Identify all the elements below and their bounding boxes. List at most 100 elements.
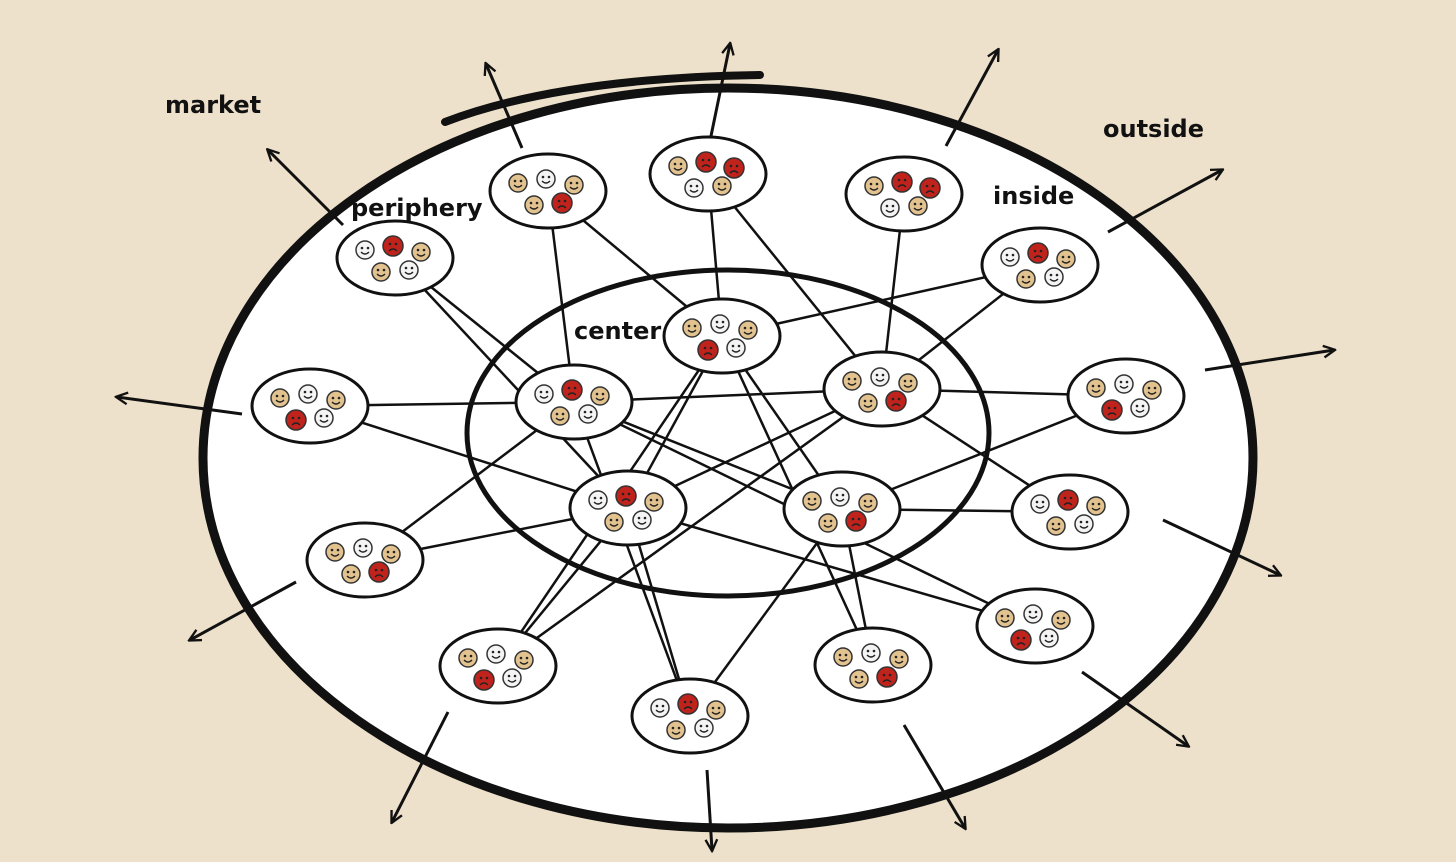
person-face-icon bbox=[849, 669, 869, 689]
person-face-icon bbox=[514, 650, 534, 670]
person-face-icon bbox=[644, 492, 664, 512]
person-face-icon bbox=[830, 487, 850, 507]
person-face-icon bbox=[1074, 514, 1094, 534]
group-node bbox=[782, 470, 902, 548]
group-bubble bbox=[250, 367, 370, 445]
person-face-icon bbox=[411, 242, 431, 262]
group-bubble bbox=[630, 677, 750, 755]
person-face-icon bbox=[1000, 247, 1020, 267]
person-face-icon bbox=[590, 386, 610, 406]
person-face-icon bbox=[458, 648, 478, 668]
person-face-icon bbox=[615, 485, 637, 507]
person-face-icon bbox=[842, 371, 862, 391]
outward-arrow bbox=[486, 64, 524, 149]
person-face-icon bbox=[1051, 610, 1071, 630]
group-bubble bbox=[305, 521, 425, 599]
outward-arrow bbox=[190, 580, 297, 640]
person-face-icon bbox=[684, 178, 704, 198]
person-face-icon bbox=[355, 240, 375, 260]
outward-arrow bbox=[1081, 670, 1188, 746]
outward-arrow bbox=[1204, 350, 1334, 372]
person-face-icon bbox=[1030, 494, 1050, 514]
person-face-icon bbox=[561, 379, 583, 401]
label-market: market bbox=[165, 91, 261, 119]
person-face-icon bbox=[818, 513, 838, 533]
person-face-icon bbox=[381, 544, 401, 564]
outward-arrow bbox=[709, 44, 730, 137]
person-face-icon bbox=[298, 384, 318, 404]
person-face-icon bbox=[1056, 249, 1076, 269]
network-edge bbox=[497, 387, 883, 668]
person-face-icon bbox=[861, 643, 881, 663]
person-face-icon bbox=[1023, 604, 1043, 624]
outward-arrow bbox=[268, 150, 345, 227]
label-periphery: periphery bbox=[351, 194, 483, 222]
person-face-icon bbox=[706, 700, 726, 720]
center-boundary bbox=[464, 267, 992, 599]
person-face-icon bbox=[325, 542, 345, 562]
person-face-icon bbox=[578, 404, 598, 424]
person-face-icon bbox=[502, 668, 522, 688]
person-face-icon bbox=[995, 608, 1015, 628]
outward-arrow bbox=[707, 769, 712, 850]
person-face-icon bbox=[876, 666, 898, 688]
person-face-icon bbox=[551, 192, 573, 214]
person-face-icon bbox=[908, 196, 928, 216]
person-face-icon bbox=[858, 493, 878, 513]
person-face-icon bbox=[858, 393, 878, 413]
person-face-icon bbox=[524, 195, 544, 215]
outward-arrow bbox=[1107, 170, 1222, 234]
person-face-icon bbox=[536, 169, 556, 189]
person-face-icon bbox=[668, 156, 688, 176]
person-face-icon bbox=[341, 564, 361, 584]
person-face-icon bbox=[697, 339, 719, 361]
person-face-icon bbox=[473, 669, 495, 691]
group-node bbox=[438, 627, 558, 705]
person-face-icon bbox=[1010, 629, 1032, 651]
person-face-icon bbox=[1027, 242, 1049, 264]
person-face-icon bbox=[550, 406, 570, 426]
person-face-icon bbox=[632, 510, 652, 530]
group-bubble bbox=[438, 627, 558, 705]
label-center: center bbox=[574, 317, 661, 345]
person-face-icon bbox=[1142, 380, 1162, 400]
person-face-icon bbox=[486, 644, 506, 664]
group-bubble bbox=[1066, 357, 1186, 435]
person-face-icon bbox=[723, 157, 745, 179]
group-node bbox=[975, 587, 1095, 665]
person-face-icon bbox=[891, 171, 913, 193]
person-face-icon bbox=[919, 177, 941, 199]
person-face-icon bbox=[880, 198, 900, 218]
person-face-icon bbox=[399, 260, 419, 280]
group-node bbox=[662, 297, 782, 375]
person-face-icon bbox=[710, 314, 730, 334]
outward-arrow bbox=[944, 50, 998, 147]
person-face-icon bbox=[1130, 398, 1150, 418]
market-boundary-top-stroke bbox=[441, 71, 764, 126]
person-face-icon bbox=[650, 698, 670, 718]
group-node bbox=[630, 677, 750, 755]
person-face-icon bbox=[1086, 496, 1106, 516]
group-node bbox=[488, 152, 608, 230]
group-bubble bbox=[822, 350, 942, 428]
group-bubble bbox=[568, 469, 688, 547]
person-face-icon bbox=[382, 235, 404, 257]
group-node bbox=[1066, 357, 1186, 435]
person-face-icon bbox=[1057, 489, 1079, 511]
person-face-icon bbox=[726, 338, 746, 358]
person-face-icon bbox=[1044, 267, 1064, 287]
person-face-icon bbox=[833, 647, 853, 667]
person-face-icon bbox=[314, 408, 334, 428]
group-bubble bbox=[844, 155, 964, 233]
person-face-icon bbox=[666, 720, 686, 740]
person-face-icon bbox=[1086, 378, 1106, 398]
group-node bbox=[514, 363, 634, 441]
group-bubble bbox=[980, 226, 1100, 304]
person-face-icon bbox=[508, 173, 528, 193]
network-edge bbox=[627, 506, 1036, 628]
group-bubble bbox=[662, 297, 782, 375]
person-face-icon bbox=[870, 367, 890, 387]
group-bubble bbox=[782, 470, 902, 548]
